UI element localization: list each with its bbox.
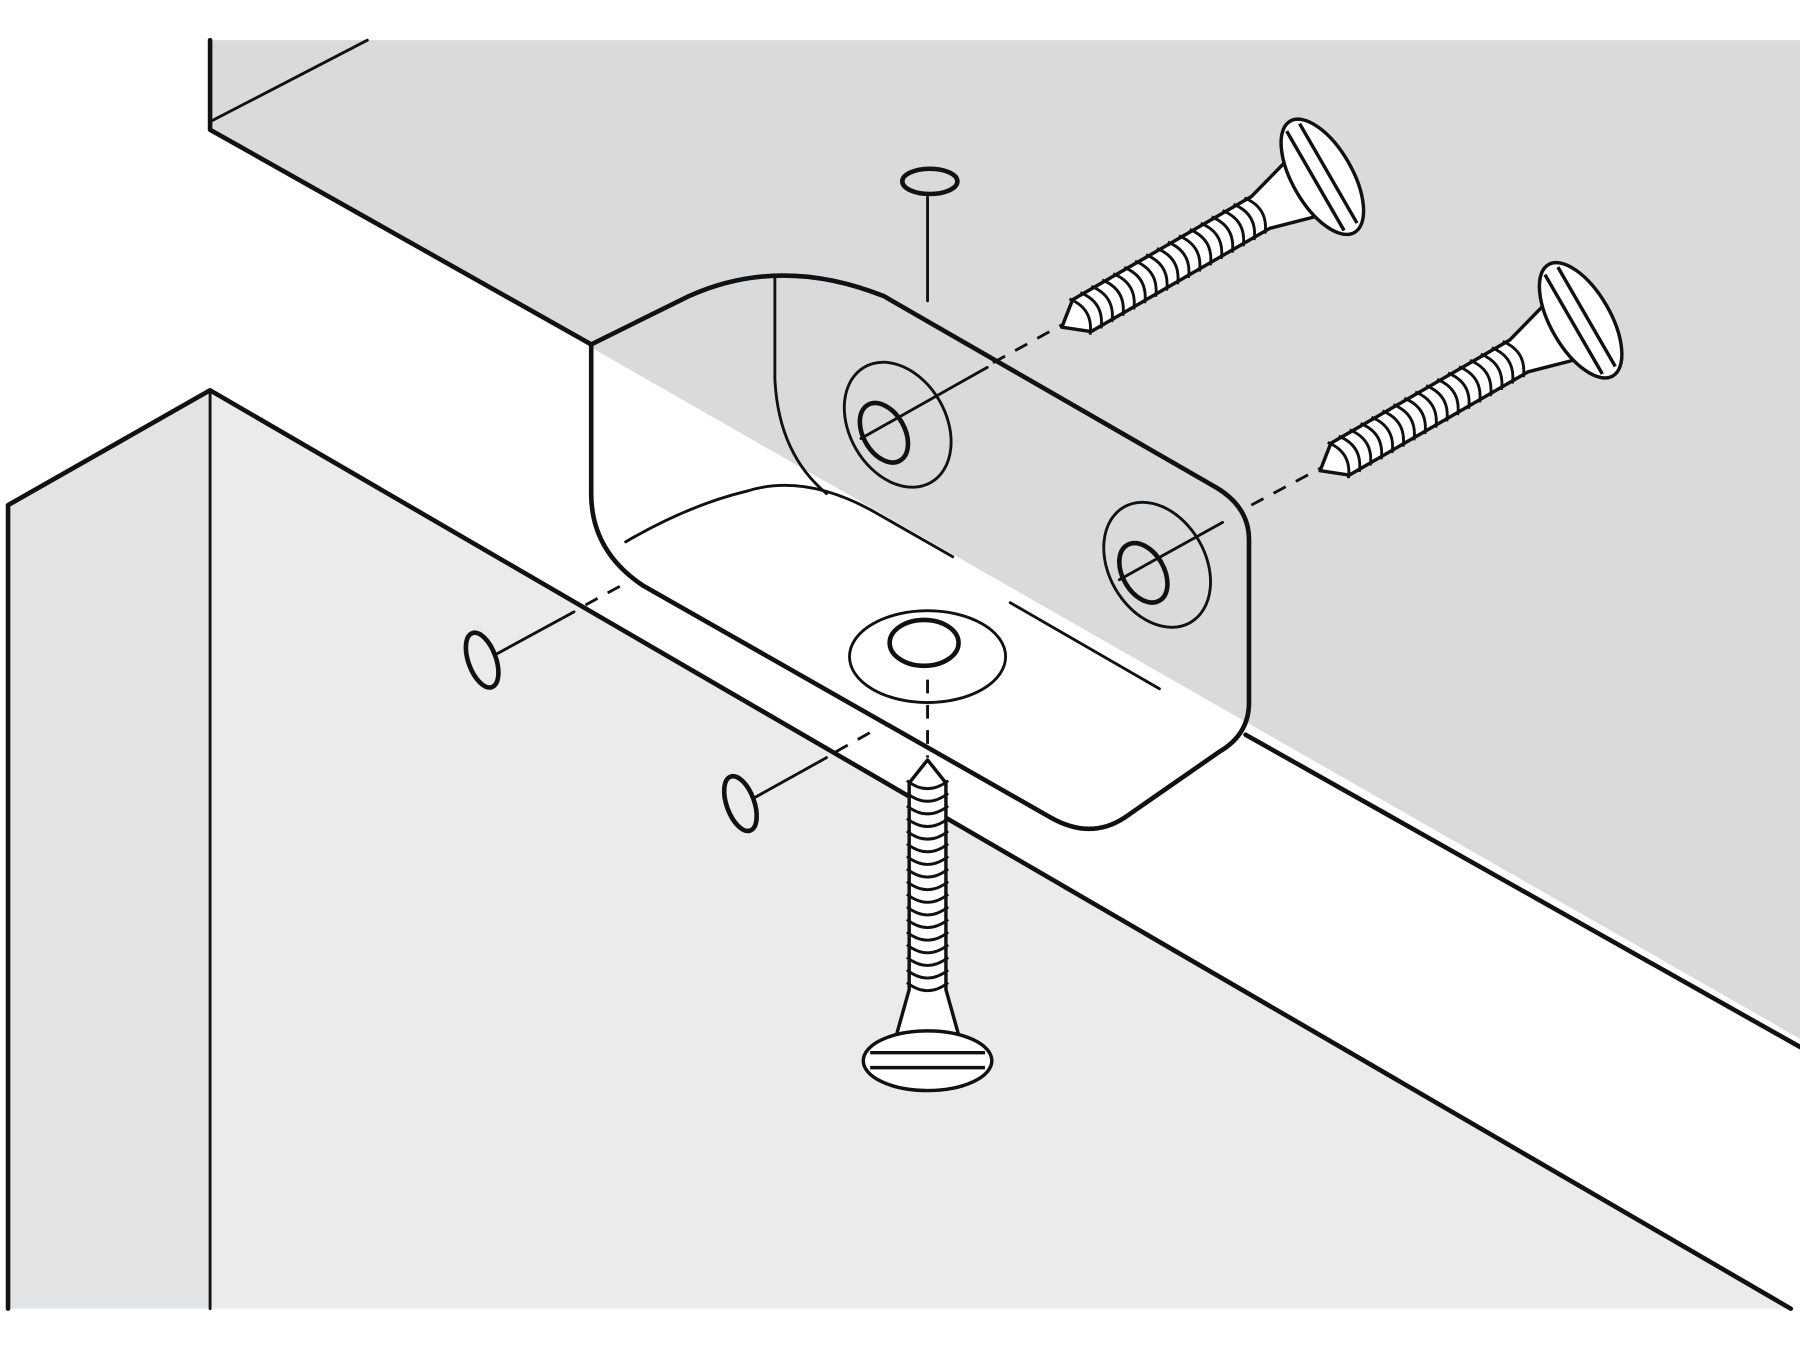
screw-head	[1537, 260, 1624, 380]
left-panel	[8, 390, 211, 1309]
bracket-hole-lower	[1102, 500, 1212, 629]
screw-thread	[906, 880, 950, 892]
pilot-hole-side-upper	[463, 630, 501, 690]
screw-thread	[1090, 284, 1114, 323]
screw-thread	[906, 943, 950, 955]
axis-line	[752, 756, 828, 800]
screw-thread	[1469, 359, 1493, 397]
axis-line	[1117, 520, 1225, 582]
screw-thread	[906, 905, 950, 917]
screw-thread	[906, 930, 950, 942]
screw-thread	[1425, 384, 1449, 422]
screw-bottom	[861, 758, 994, 1093]
axis-line	[859, 365, 989, 440]
screw-thread	[1123, 266, 1147, 304]
screw-thread	[906, 956, 950, 967]
screw-thread	[1156, 247, 1180, 285]
screw-thread	[1145, 253, 1169, 291]
screw-thread	[906, 829, 950, 841]
screw-thread	[1447, 371, 1471, 409]
screw-thread	[906, 855, 950, 866]
screw-thread	[1200, 221, 1224, 260]
shelf-rear-edge	[1243, 732, 1800, 1050]
screw-thread	[1178, 234, 1202, 272]
screw-slot	[1543, 266, 1617, 375]
shelf-front-edge	[210, 129, 1800, 1309]
back-wall-panel	[210, 40, 1800, 1039]
bracket-edge-line	[744, 483, 955, 559]
screw-thread	[1491, 346, 1515, 384]
pilot-hole-side-lower	[721, 773, 759, 834]
bracket-edge-line	[773, 277, 828, 496]
axis-dashed	[835, 729, 874, 754]
pilot-hole-top	[900, 166, 960, 197]
screw-thread	[1381, 409, 1405, 447]
axis-dashed	[1250, 467, 1321, 507]
axis-dashed	[992, 323, 1063, 365]
screw-thread	[1112, 272, 1136, 310]
screw-thread	[1349, 428, 1373, 466]
screw-back-lower	[1318, 260, 1624, 479]
screw-thread	[1167, 240, 1191, 279]
screw-thread	[906, 842, 950, 854]
screw-thread	[1134, 259, 1158, 298]
screw-thread	[1436, 377, 1460, 416]
screw-thread	[906, 918, 950, 929]
screw-thread	[1189, 228, 1213, 266]
screw-thread	[906, 968, 950, 980]
screw-back-upper	[1060, 117, 1366, 335]
screw-thread	[1232, 202, 1257, 241]
screw-slot	[870, 1050, 985, 1070]
screw-thread	[1414, 390, 1438, 428]
screw-thread	[1392, 403, 1416, 441]
bracket-hole-bottom	[848, 609, 1008, 704]
corner-bracket	[588, 273, 1252, 832]
screw-thread	[1068, 297, 1092, 335]
screw-thread	[906, 981, 950, 993]
screw-thread	[906, 804, 950, 816]
screw-thread	[1403, 396, 1427, 435]
screw-head	[861, 1029, 994, 1093]
bracket-edge-line	[1008, 601, 1161, 691]
screw-thread	[906, 893, 950, 904]
screw-thread	[906, 867, 950, 879]
top-left-diagonal	[210, 38, 369, 122]
screw-thread	[1211, 215, 1235, 253]
screw-head	[1279, 117, 1366, 237]
axis-dashed	[584, 581, 627, 607]
bracket-hole-upper	[842, 360, 953, 489]
screw-thread	[1327, 441, 1351, 479]
screw-thread	[1079, 291, 1103, 329]
screw-slot	[1285, 122, 1359, 232]
axis-line	[494, 610, 576, 656]
screw-thread	[1338, 434, 1362, 473]
screw-thread	[1458, 365, 1482, 403]
screw-thread	[1221, 209, 1246, 247]
screw-thread	[1502, 340, 1526, 378]
screw-thread	[906, 792, 950, 803]
screw-thread	[1480, 352, 1504, 391]
top-left-edge	[207, 37, 594, 347]
bracket-edge-line	[624, 489, 748, 544]
screw-thread	[906, 817, 950, 828]
screw-thread	[1243, 196, 1267, 234]
screw-thread	[1101, 278, 1125, 316]
screw-thread	[1370, 415, 1395, 454]
side-panel-top-edge	[5, 388, 1794, 1311]
screw-thread	[1359, 422, 1384, 460]
screw-thread	[906, 779, 950, 791]
